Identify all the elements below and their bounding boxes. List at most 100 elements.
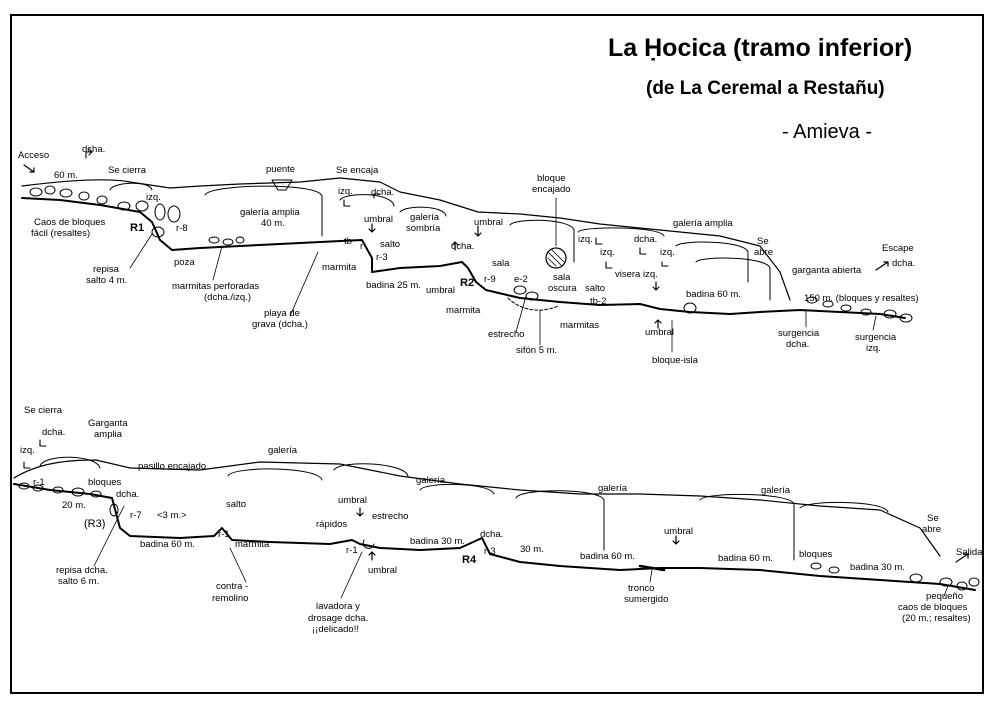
label-umbral-2: umbral [474, 217, 504, 228]
label-r2: R2 [460, 277, 475, 289]
label-e2: e-2 [514, 274, 528, 285]
lower-bay-1 [39, 456, 101, 469]
lavadora-mark [362, 539, 375, 549]
arrows [23, 164, 969, 563]
label-umbral-1: umbral [364, 214, 394, 225]
label-r4: R4 [462, 554, 477, 566]
label-dcha: dcha. [82, 144, 106, 155]
label-amplia: amplia [94, 429, 122, 440]
label-drosage: drosage dcha. [308, 613, 369, 624]
label-umbral-3: umbral [426, 285, 456, 296]
label-badina-25: badina 25 m. [366, 280, 421, 291]
label-bloques: bloques [88, 477, 122, 488]
label-badina-60-4: badina 60 m. [718, 553, 773, 564]
upper-bay-2 [204, 185, 323, 237]
lower-bay-4 [419, 483, 495, 495]
label-sifon: sifón 5 m. [516, 345, 558, 356]
upper-bay-6 [577, 227, 665, 237]
label-bloque: bloque [537, 173, 566, 184]
label-tb2: tb-2 [590, 296, 607, 307]
label-r3-2: r-3 [484, 546, 496, 557]
label-tb: tb [344, 236, 352, 247]
label-marmitas-perforadas: marmitas perforadas [172, 281, 260, 292]
label-surgencia: surgencia [778, 328, 820, 339]
label-contra: contra - [216, 581, 249, 592]
label-umbral-6: umbral [368, 565, 398, 576]
label-izq-6: izq. [20, 445, 35, 456]
label-dcha-5: dcha. [42, 427, 66, 438]
upper-wall-contour [21, 177, 791, 301]
label-pasillo: pasillo encajado [138, 461, 207, 472]
label-poza: poza [174, 257, 195, 268]
label-marmita-3: marmita [235, 539, 270, 550]
lower-bay-2 [227, 468, 323, 481]
puente-mark [271, 179, 293, 191]
upper-boulders [29, 185, 913, 323]
label-encajado: encajado [532, 184, 571, 195]
label-galeria-5: galería [761, 485, 791, 496]
label-abre: abre [754, 247, 774, 258]
label-badina-30-2: badina 30 m. [850, 562, 905, 573]
page-title: La Ḥocica (tramo inferior) [608, 34, 913, 62]
label-se-cierra: Se cierra [108, 165, 147, 176]
label-rapidos: rápidos [316, 519, 348, 530]
label-badina-30: badina 30 m. [410, 536, 465, 547]
label-dcha-3: dcha. [451, 241, 475, 252]
label-dcha-6: dcha. [116, 489, 140, 500]
label-izq-3: izq. [578, 234, 593, 245]
label-tronco: tronco [628, 583, 655, 594]
label-salto-4m: salto 4 m. [86, 275, 128, 286]
label-playa: playa de [264, 308, 300, 319]
label-umbral-5: umbral [338, 495, 368, 506]
label-se-encaja: Se encaja [336, 165, 379, 176]
turn-hooks [23, 148, 669, 469]
label-r: r [360, 241, 364, 252]
label-delicado: ¡¡delicado!! [312, 624, 359, 635]
label-sumergido: sumergido [624, 594, 669, 605]
label-r1-3: r-1 [218, 529, 230, 540]
label-umbral-7: umbral [664, 526, 694, 537]
label-r1: R1 [130, 222, 145, 234]
label-3m: <3 m.> [157, 510, 187, 521]
label-galeria-4: galería [598, 483, 628, 494]
region-label: - Amieva - [782, 121, 873, 143]
label-galeria-3: galería [416, 475, 446, 486]
label-badina-60-3: badina 60 m. [580, 551, 635, 562]
sheet-frame [10, 14, 984, 694]
label-escape: Escape [882, 243, 914, 254]
label-salto-1: salto [380, 239, 401, 250]
label-caos: Caos de bloques [34, 217, 106, 228]
label-dcha-7: dcha. [480, 529, 504, 540]
page-subtitle: (de La Ceremal a Restañu) [646, 78, 885, 99]
upper-bay-4 [399, 206, 447, 217]
label-puente: puente [266, 164, 296, 175]
label-20m: 20 m. [62, 500, 86, 511]
lower-bay-3 [333, 463, 409, 477]
label-izq-4: izq. [600, 247, 615, 258]
label-30m: 30 m. [520, 544, 544, 555]
label-salto-3: salto [226, 499, 247, 510]
label-r8: r-8 [176, 223, 188, 234]
label-salida: Salida [956, 547, 983, 558]
label-r3-paren: (R3) [84, 518, 106, 530]
label-galeria-2: galería [268, 445, 298, 456]
label-se-cierra-2: Se cierra [24, 405, 63, 416]
label-remolino: remolino [212, 593, 249, 604]
label-sala-2: sala [553, 272, 571, 283]
label-bloques-2: bloques [799, 549, 833, 560]
label-izq: izq. [146, 192, 161, 203]
label-r7: r-7 [130, 510, 142, 521]
label-badina-60: badina 60 m. [686, 289, 741, 300]
label-marmita-2: marmita [446, 305, 481, 316]
leader-lines [93, 197, 949, 599]
label-r9: r-9 [484, 274, 496, 285]
lower-bay-6 [699, 493, 795, 561]
upper-bay-3 [339, 194, 395, 207]
label-garganta: Garganta [88, 418, 128, 429]
label-estrecho: estrecho [488, 329, 525, 340]
label-caos-bloques: caos de bloques [898, 602, 968, 613]
label-umbral-4: umbral [645, 327, 675, 338]
label-garganta-abierta: garganta abierta [792, 265, 862, 276]
tronco-mark [638, 564, 666, 572]
